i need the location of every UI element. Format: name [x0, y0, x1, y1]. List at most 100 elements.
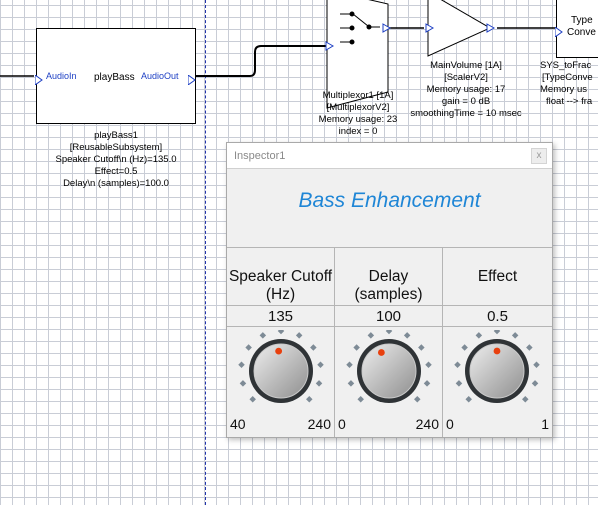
knob-tick-mark [522, 396, 529, 403]
caption-line: Effect=0.5 [94, 166, 138, 177]
knob-tick-mark [403, 332, 411, 339]
caption-line: gain = 0 dB [441, 96, 491, 107]
audio-out-port-label: AudioOut [141, 71, 179, 81]
knob-min-label: 40 [230, 416, 246, 432]
switch-icon [340, 11, 380, 45]
audio-in-port-icon[interactable] [34, 72, 43, 90]
knob-tick-mark [511, 332, 519, 339]
knob-body [253, 343, 309, 399]
mux-out-port-icon [382, 23, 392, 33]
control-column-delay: Delay (samples) 100 0 240 [335, 248, 443, 437]
control-column-speaker-cutoff: Speaker Cutoff (Hz) 135 40 240 [227, 248, 335, 437]
caption-line: [ScalerV2] [444, 72, 488, 83]
typeconv-label-line: Conve [567, 27, 596, 38]
knob-tick-mark [346, 361, 353, 368]
main-volume-caption: MainVolume [1A] [ScalerV2] Memory usage:… [396, 60, 536, 120]
knob-tick-mark [418, 344, 425, 351]
knob-max-label: 240 [415, 416, 439, 432]
close-button[interactable]: x [531, 148, 547, 164]
main-volume-block[interactable] [424, 0, 500, 60]
delay-knob[interactable] [343, 330, 435, 414]
caption-line: MainVolume [1A] [430, 60, 502, 71]
knob-tick-mark [531, 380, 539, 387]
knob-tick-mark [245, 344, 252, 351]
playbass-block-name: playBass [94, 72, 135, 83]
control-label: Delay (samples) [335, 248, 442, 306]
knob-area: 0 1 [443, 328, 552, 436]
control-label: Effect [443, 248, 552, 306]
wire-playbass-to-mux [196, 45, 326, 77]
control-label: Speaker Cutoff (Hz) [227, 248, 334, 306]
inspector-title: Inspector1 [234, 150, 286, 162]
control-label-line: Effect [477, 268, 518, 285]
knob-tick-mark [423, 380, 431, 387]
caption-line: Memory usage: 23 [318, 114, 398, 125]
multiplexor-caption: Multiplexor1 [1A] [MultiplexorV2] Memory… [303, 90, 413, 138]
playbass-caption: playBass1 [ReusableSubsystem] Speaker Cu… [36, 130, 196, 190]
control-column-effect: Effect 0.5 0 1 [443, 248, 552, 437]
inspector-titlebar[interactable]: Inspector1 x [227, 143, 552, 169]
knob-max-label: 240 [307, 416, 331, 432]
knob-tick-mark [239, 380, 247, 387]
knob-tick-mark [238, 361, 245, 368]
caption-line: index = 0 [338, 126, 378, 137]
volume-in-port-icon [425, 23, 435, 33]
knob-max-label: 1 [541, 416, 549, 432]
knob-tick-mark [347, 380, 355, 387]
knob-tick-mark [493, 330, 501, 335]
knob-indicator-dot [377, 349, 385, 356]
control-value-field[interactable]: 135 [227, 306, 334, 327]
knob-tick-mark [454, 361, 461, 368]
knob-area: 40 240 [227, 328, 334, 436]
knob-tick-mark [249, 396, 256, 403]
knob-tick-mark [465, 396, 472, 403]
control-value-field[interactable]: 0.5 [443, 306, 552, 327]
typeconv-label-line: Type [571, 15, 593, 26]
caption-line: Multiplexor1 [1A] [322, 90, 394, 101]
multiplexor-block[interactable] [322, 0, 392, 112]
typeconv-in-port-icon[interactable] [554, 24, 563, 42]
control-label-line: Delay [368, 268, 409, 285]
audio-out-port-icon[interactable] [187, 72, 196, 90]
inspector-heading-panel: Bass Enhancement [227, 169, 552, 248]
knob-tick-mark [425, 361, 432, 368]
knob-tick-mark [461, 344, 468, 351]
inspector-window[interactable]: Inspector1 x Bass Enhancement Speaker Cu… [226, 142, 553, 438]
control-label-line: Speaker Cutoff [228, 268, 333, 285]
playbass-block[interactable]: AudioIn playBass AudioOut [34, 28, 196, 124]
knob-tick-mark [310, 344, 317, 351]
effect-knob[interactable] [451, 330, 543, 414]
knob-body [361, 343, 417, 399]
speaker-cutoff-knob[interactable] [235, 330, 327, 414]
knob-tick-mark [315, 380, 323, 387]
knob-tick-mark [306, 396, 313, 403]
knob-indicator-dot [493, 347, 501, 355]
knob-tick-mark [295, 332, 303, 339]
knob-area: 0 240 [335, 328, 442, 436]
knob-tick-mark [353, 344, 360, 351]
knob-min-label: 0 [446, 416, 454, 432]
control-value-field[interactable]: 100 [335, 306, 442, 327]
inspector-heading: Bass Enhancement [298, 189, 481, 212]
knob-tick-mark [317, 361, 324, 368]
control-label-line: (samples) [354, 286, 423, 303]
caption-line: smoothingTime = 10 msec [410, 108, 522, 119]
knob-tick-mark [367, 332, 375, 339]
control-label-line: (Hz) [265, 286, 296, 303]
knob-indicator-dot [275, 347, 283, 355]
mux-in-port-icon [325, 41, 335, 51]
caption-line: [TypeConve [542, 72, 593, 83]
knob-min-label: 0 [338, 416, 346, 432]
knob-tick-mark [533, 361, 540, 368]
typeconv-caption: SYS_toFrac [TypeConve Memory us float --… [540, 60, 598, 108]
knob-tick-mark [414, 396, 421, 403]
caption-line: Speaker Cutoff\n (Hz)=135.0 [55, 154, 177, 165]
type-converter-block[interactable]: Type Conve [554, 0, 598, 58]
audio-in-port-label: AudioIn [46, 71, 77, 81]
caption-line: playBass1 [94, 130, 138, 141]
inspector-body: Bass Enhancement Speaker Cutoff (Hz) 135… [227, 169, 552, 437]
caption-line: SYS_toFrac [540, 60, 592, 71]
region-boundary-line [205, 0, 206, 505]
close-icon: x [536, 150, 542, 161]
